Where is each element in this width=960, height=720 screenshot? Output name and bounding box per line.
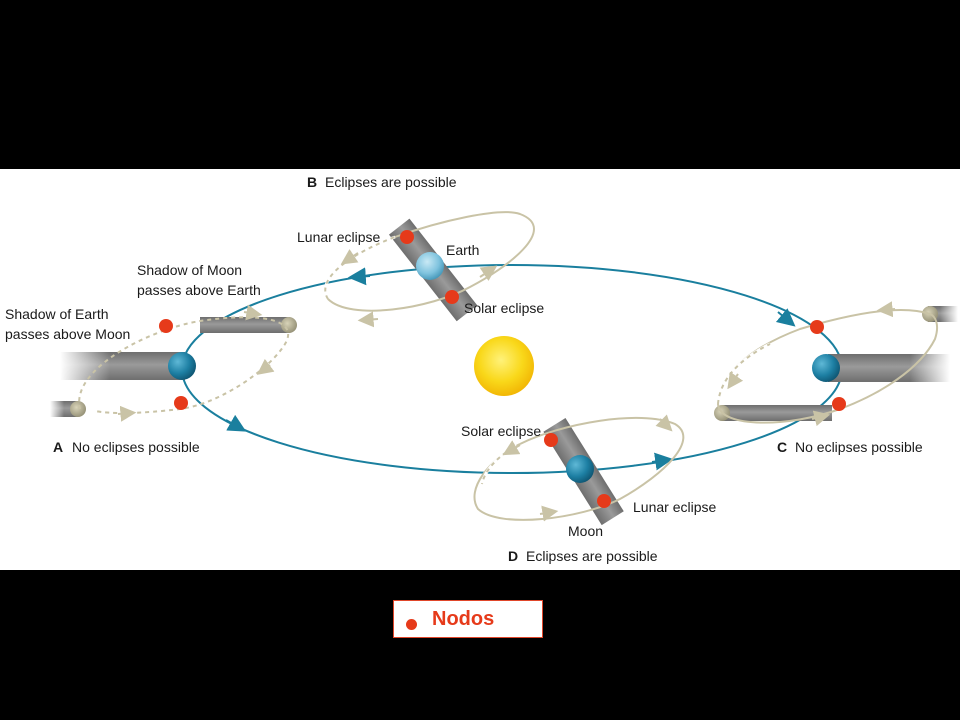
node-d-upper: [544, 433, 558, 447]
label-c-title: No eclipses possible: [795, 439, 923, 455]
position-d: [473, 414, 685, 526]
earth-c: [812, 354, 840, 382]
label-shadow-earth-2: passes above Moon: [5, 326, 130, 342]
node-a-lower: [174, 396, 188, 410]
label-c-letter: C: [777, 439, 787, 455]
label-d-moon: Moon: [568, 523, 603, 539]
label-shadow-moon-2: passes above Earth: [137, 282, 261, 298]
label-a-letter: A: [53, 439, 63, 455]
moon-orbit-a: [78, 316, 290, 415]
node-b-lower: [445, 290, 459, 304]
node-a-upper: [159, 319, 173, 333]
label-d-solar-eclipse: Solar eclipse: [461, 423, 541, 439]
label-d-letter: D: [508, 548, 518, 564]
node-d-lower: [597, 494, 611, 508]
label-b-title: Eclipses are possible: [325, 174, 457, 190]
position-c: [714, 301, 958, 427]
node-legend-dot: [406, 619, 417, 630]
moon-shadow-c-lower: [722, 405, 832, 421]
label-b-letter: B: [307, 174, 317, 190]
eclipse-diagram: B Eclipses are possible Lunar eclipse Ea…: [5, 174, 958, 564]
earth-a: [168, 352, 196, 380]
label-d-title: Eclipses are possible: [526, 548, 658, 564]
legend-label: Nodos: [432, 608, 495, 630]
label-b-earth: Earth: [446, 242, 479, 258]
label-b-solar-eclipse: Solar eclipse: [464, 300, 544, 316]
position-a: [50, 304, 297, 422]
moon-orbit-b: [324, 211, 535, 312]
label-b-lunar-eclipse: Lunar eclipse: [297, 229, 380, 245]
moon-a-lower: [70, 401, 86, 417]
sun: [474, 336, 534, 396]
earth-d: [566, 455, 594, 483]
earth-b: [416, 252, 444, 280]
node-c-upper: [810, 320, 824, 334]
node-b-upper: [400, 230, 414, 244]
label-shadow-moon-1: Shadow of Moon: [137, 262, 242, 278]
orbit-arrow-bottom-right: [651, 452, 674, 471]
legend-box: Nodos: [393, 600, 543, 638]
orbit-arrow-top: [347, 267, 371, 286]
diagram-panel: B Eclipses are possible Lunar eclipse Ea…: [0, 169, 960, 570]
orbit-arrow-right: [775, 308, 796, 327]
orbit-arrow-bottom-left: [225, 414, 247, 432]
position-b: [323, 211, 535, 328]
label-shadow-earth-1: Shadow of Earth: [5, 306, 109, 322]
label-a-title: No eclipses possible: [72, 439, 200, 455]
moon-orbit-c: [716, 309, 939, 424]
moon-a-upper: [281, 317, 297, 333]
moon-shadow-a-upper: [200, 317, 290, 333]
label-d-lunar-eclipse: Lunar eclipse: [633, 499, 716, 515]
moon-orbit-d: [473, 416, 685, 521]
node-c-lower: [832, 397, 846, 411]
